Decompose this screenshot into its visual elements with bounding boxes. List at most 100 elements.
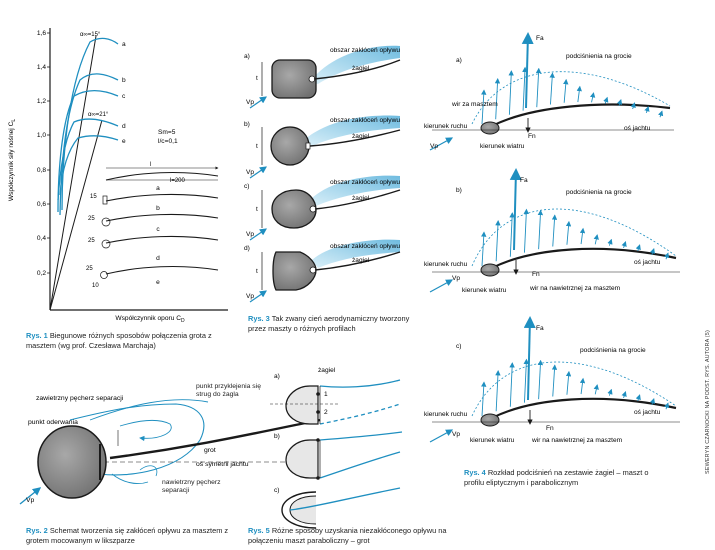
fig3-panel-label: b) (244, 121, 250, 128)
fig4-suction-label: podciśnienia na grocie (580, 347, 646, 354)
fig4-wind-label: kierunek wiatru (480, 143, 525, 150)
fig1-x-label: Współczynnik oporu CD (115, 315, 185, 324)
fig1-ytick: 0,8 (37, 167, 46, 174)
fig4-wake-label: wir za masztem (451, 101, 498, 108)
fig2-leeward-bubble-label: zawietrzny pęcherz separacji (36, 395, 124, 402)
fig1-profile-sketches (100, 166, 219, 279)
fig1-sketch-label: c (156, 226, 160, 233)
fig4-pressure-arrow (616, 99, 623, 107)
fig4-pressure-arrow (621, 241, 627, 249)
fig4-mast (480, 121, 500, 135)
fig1-dim-25: 25 (86, 266, 93, 272)
fig4-mast (480, 413, 500, 427)
fig4-pressure-arrow (535, 67, 542, 108)
fig1-curve-b (59, 73, 119, 216)
fig2-mainsail-label: grot (204, 447, 216, 454)
fig1-polar-chart: Współczynnik siły nośnej CL 0,2 0,4 0,6 … (8, 28, 228, 324)
fig1-curve-a (61, 37, 119, 211)
fig4-wind-arrow (429, 137, 454, 151)
fig4-pressure-arrow (649, 397, 655, 405)
fig4-pressure-arrow (644, 105, 650, 113)
fig1-y-label: Współczynnik siły nośnej CL (8, 119, 17, 202)
fig4-panel-label: b) (456, 187, 462, 194)
fig4-pressure-arrow (603, 96, 609, 104)
fig1-alpha-21: α∞=21° (88, 112, 109, 118)
fig4-pressure-arrow (565, 220, 572, 245)
fig4-axis-label: oś jachtu (624, 125, 651, 132)
fig1-dim-15: 15 (90, 194, 97, 200)
fig4-suction-envelope (471, 71, 671, 125)
fig2-windward-bubble-label: nawietrzny pęcherz separacji (162, 479, 221, 494)
fig3-sail (314, 251, 401, 271)
fig5-num-label: 2 (324, 409, 328, 416)
fig3-sail-label: żagiel (352, 133, 370, 140)
fig1-sm-label: Sm=5 (158, 129, 176, 136)
fig4-panel-label: a) (456, 57, 462, 64)
fig1-dim-25: 25 (88, 238, 95, 244)
fig3-panel-d (249, 239, 401, 303)
fig4-pressure-arrow (481, 231, 487, 267)
fig2-mainsail (109, 418, 321, 460)
fig3-sail-label: żagiel (352, 257, 370, 264)
fig5-panel-label: c) (274, 487, 280, 494)
fig4-pressure-arrow (635, 394, 641, 402)
fig4-suction-label: podciśnienia na grocie (566, 53, 632, 60)
fig2-streamline (69, 403, 205, 476)
fig4-fa-label: Fa (536, 35, 544, 42)
fig4-motion-label: kierunek ruchu (424, 411, 468, 418)
fig4-pressure-arrow (508, 70, 514, 115)
fig1-lc-label: l/c=0,1 (158, 138, 178, 145)
fig4-pressure-arrow (649, 247, 655, 255)
fig4-panel-label: c) (456, 343, 462, 350)
fig4-sail (491, 397, 677, 419)
credit-text: SEWERYN CZARNOCKI NA PODST. RYS. AUTORA … (705, 330, 711, 474)
fig1-ytick: 1,4 (37, 64, 46, 71)
fig1-alpha-15: α∞=15° (80, 32, 101, 38)
fig4-pressure-arrow (576, 85, 582, 103)
fig3-panel-label: c) (244, 183, 250, 190)
fig4-caption: Rys. 4 Rozkład podciśnień na zestawie ża… (464, 468, 649, 487)
fig4-windward-vortex-label: wir na nawietrznej za masztem (529, 285, 621, 292)
fig3-t-label: t (256, 268, 258, 275)
fig4-vp-label: Vp (452, 431, 460, 438)
fig4-pressure-arrow (658, 110, 664, 118)
fig4-pressure-arrow (494, 78, 501, 120)
fig1-ytick: 1,2 (37, 98, 46, 105)
fig5-num-label: 1 (324, 391, 328, 398)
fig4-pressure-arrow (481, 89, 487, 125)
fig4-pressure-arrow (664, 402, 670, 410)
fig1-tangent-line (49, 119, 103, 311)
fig3-panel-b (249, 115, 401, 179)
fig4-fa-arrow (509, 168, 522, 251)
fig4-pressure-distribution: a) Fa podciśnienia na grocie wir za masz… (424, 32, 680, 444)
fig4-pressure-arrow (522, 66, 528, 111)
fig3-panel-label: a) (244, 53, 250, 60)
fig4-axis-label: oś jachtu (634, 259, 661, 266)
fig1-curve-c (57, 90, 119, 213)
fig3-disturbance-label: obszar zakłóceń opływu (330, 47, 400, 54)
fig4-fn-label: Fn (532, 271, 540, 278)
fig3-vp-label: Vp (246, 169, 254, 176)
fig4-pressure-arrow (589, 92, 596, 103)
fig5-caption: Rys. 5 Różne sposoby uzyskania niezakłóc… (248, 526, 447, 545)
fig5-junctions: a) żagiel 1 2 b) c) (270, 367, 403, 529)
fig4-wind-arrow (429, 279, 454, 293)
fig4-pressure-arrow (509, 212, 515, 257)
fig4-sail (491, 247, 677, 269)
fig3-mast-shadows: a) obszar zakłóceń opływu żagiel t Vp b)… (244, 45, 401, 303)
fig2-reattach-label: punkt przyklejenia się strug do żagla (196, 383, 261, 398)
fig1-curve-d (57, 118, 119, 201)
fig1-sketch-label: d (156, 255, 160, 262)
fig1-dim-10: 10 (92, 283, 99, 289)
fig4-windward-vortex-label: wir na nawietrznej za masztem (531, 437, 623, 444)
fig1-ytick: 0,2 (37, 270, 46, 277)
fig4-vp-label: Vp (430, 143, 438, 150)
fig2-axis-label: oś symetrii jachtu (196, 461, 249, 468)
fig4-wind-label: kierunek wiatru (470, 437, 515, 444)
fig3-mast (270, 126, 310, 166)
fig4-mast (480, 263, 500, 277)
fig1-sketch-label: e (156, 279, 160, 286)
fig4-motion-label: kierunek ruchu (424, 261, 468, 268)
fig5-panel-label: b) (274, 433, 280, 440)
